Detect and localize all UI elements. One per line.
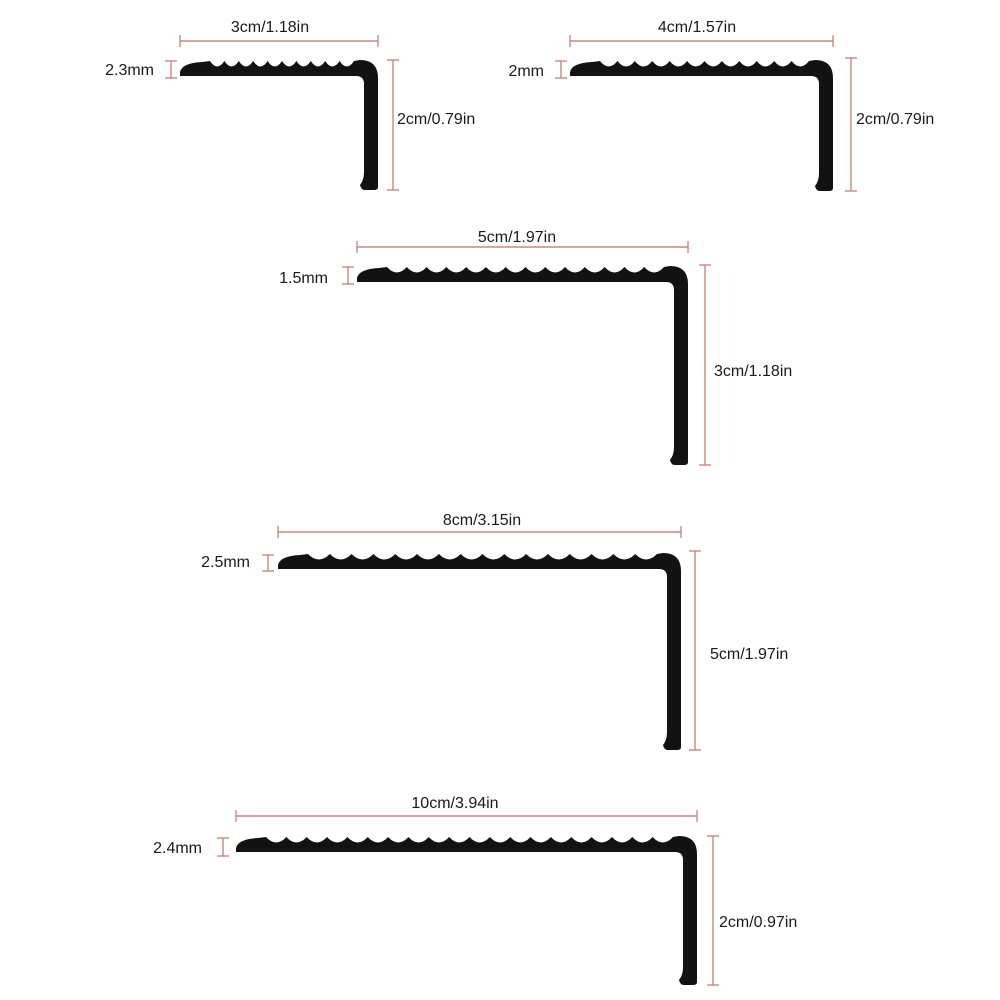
profile-1-thickness-label: 2.3mm bbox=[105, 62, 154, 79]
profile-5-height-label: 2cm/0.97in bbox=[719, 914, 797, 931]
profile-3-thickness-label: 1.5mm bbox=[279, 270, 328, 287]
profile-1-width-dimension: 3cm/1.18in bbox=[179, 19, 379, 47]
profile-1-thickness-dimension: 2.3mm bbox=[105, 60, 177, 79]
profile-4: 8cm/3.15in 2.5mm 5cm/1.97in bbox=[201, 512, 788, 751]
profile-3: 5cm/1.97in 1.5mm 3cm/1.18in bbox=[279, 229, 792, 466]
profile-5-width-label: 10cm/3.94in bbox=[411, 795, 498, 812]
profile-1-width-label: 3cm/1.18in bbox=[231, 19, 309, 36]
profile-3-width-label: 5cm/1.97in bbox=[478, 229, 556, 246]
profile-4-shape bbox=[278, 553, 681, 750]
profile-1-height-label: 2cm/0.79in bbox=[397, 111, 475, 128]
profile-3-thickness-dimension: 1.5mm bbox=[279, 266, 354, 287]
profile-1-shape bbox=[180, 60, 378, 190]
profile-3-height-label: 3cm/1.18in bbox=[714, 363, 792, 380]
profile-5-thickness-dimension: 2.4mm bbox=[153, 837, 229, 857]
profile-4-thickness-dimension: 2.5mm bbox=[201, 554, 274, 572]
profile-1-height-dimension: 2cm/0.79in bbox=[387, 59, 475, 191]
profile-5-width-dimension: 10cm/3.94in bbox=[235, 795, 698, 822]
profile-3-shape bbox=[357, 266, 688, 465]
profile-4-width-label: 8cm/3.15in bbox=[443, 512, 521, 529]
profile-2-height-label: 2cm/0.79in bbox=[856, 111, 934, 128]
profile-4-height-dimension: 5cm/1.97in bbox=[689, 550, 788, 751]
profile-2-shape bbox=[570, 60, 833, 191]
profile-3-height-dimension: 3cm/1.18in bbox=[699, 264, 792, 466]
profile-2-width-label: 4cm/1.57in bbox=[658, 19, 736, 36]
profile-1: 3cm/1.18in 2.3mm 2cm/0.79in bbox=[105, 19, 475, 191]
profile-2-thickness-label: 2mm bbox=[508, 63, 544, 80]
profile-4-height-label: 5cm/1.97in bbox=[710, 646, 788, 663]
profile-3-width-dimension: 5cm/1.97in bbox=[356, 229, 689, 253]
profile-5: 10cm/3.94in 2.4mm 2cm/0.97in bbox=[153, 795, 797, 986]
profile-2-width-dimension: 4cm/1.57in bbox=[569, 19, 834, 47]
profile-5-shape bbox=[236, 836, 697, 985]
profile-2: 4cm/1.57in 2mm 2cm/0.79in bbox=[508, 19, 934, 192]
profile-2-height-dimension: 2cm/0.79in bbox=[845, 57, 934, 192]
profile-5-thickness-label: 2.4mm bbox=[153, 840, 202, 857]
profile-4-width-dimension: 8cm/3.15in bbox=[277, 512, 682, 538]
profile-4-thickness-label: 2.5mm bbox=[201, 554, 250, 571]
profile-5-height-dimension: 2cm/0.97in bbox=[707, 835, 797, 986]
profile-2-thickness-dimension: 2mm bbox=[508, 60, 567, 80]
